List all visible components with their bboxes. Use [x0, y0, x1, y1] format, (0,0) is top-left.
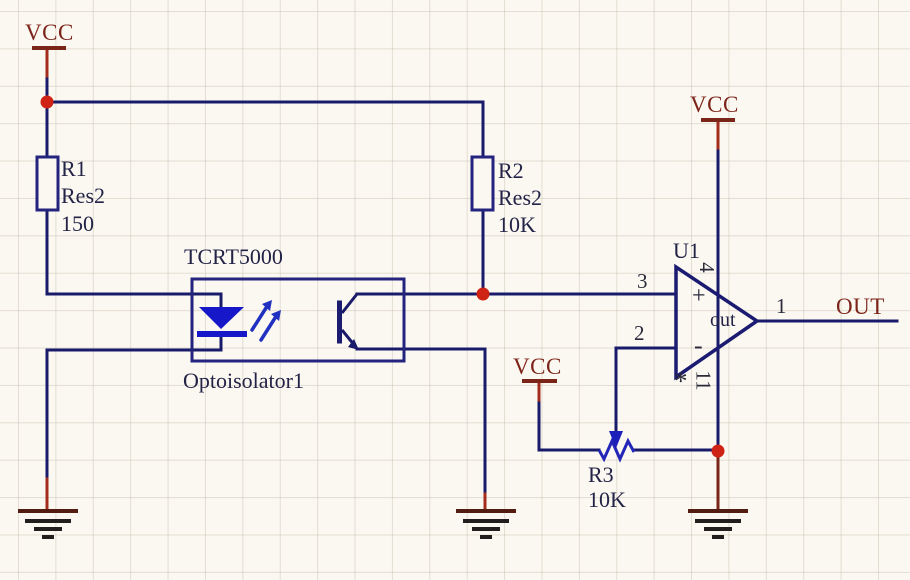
r2-designator: R2 — [498, 158, 524, 183]
opamp-plus-sign: + — [692, 283, 706, 309]
light-arrows-icon — [250, 300, 281, 342]
wire-pin2-to-wiper — [614, 346, 678, 433]
r2-part: Res2 — [498, 185, 542, 210]
opamp-star-mark: * — [674, 366, 688, 396]
junction-vcc1 — [40, 95, 54, 109]
wire-emitter-to-gnd — [355, 347, 487, 498]
opto-designator: Optoisolator1 — [183, 368, 304, 393]
net-label-vcc-2: VCC — [690, 92, 739, 117]
r1-designator: R1 — [61, 156, 87, 181]
phototransistor-symbol — [337, 293, 359, 350]
wiper-arrow-icon — [609, 431, 623, 448]
r2-value: 10K — [498, 212, 536, 237]
r1-part: Res2 — [61, 183, 105, 208]
wire-vcc3-to-r3 — [537, 396, 601, 452]
opamp-minus-sign: - — [694, 331, 703, 360]
pin-number-3: 3 — [637, 269, 648, 293]
opto-part: TCRT5000 — [184, 244, 283, 269]
optoisolator-box — [190, 277, 406, 363]
net-label-vcc-3: VCC — [513, 354, 562, 379]
junction-r2-pin3 — [476, 287, 490, 301]
resistor-r2-symbol — [470, 155, 495, 212]
opamp-triangle — [674, 263, 761, 381]
junction-r3-gnd — [711, 444, 725, 458]
power-stubs — [45, 48, 720, 511]
r3-value: 10K — [588, 487, 626, 512]
potentiometer-r3-symbol — [597, 431, 636, 463]
pin-number-11: 11 — [691, 370, 716, 391]
net-label-out: OUT — [836, 294, 885, 319]
resistor-r1-symbol — [35, 155, 60, 212]
led-symbol — [197, 294, 247, 350]
pin-number-4: 4 — [694, 262, 719, 273]
r3-designator: R3 — [588, 462, 614, 487]
wire-segments — [45, 72, 899, 498]
ground-middle — [456, 509, 516, 539]
opamp-designator: U1 — [673, 238, 700, 263]
vcc-bars — [32, 46, 735, 383]
ground-right — [688, 509, 748, 539]
net-label-vcc-1: VCC — [25, 20, 74, 45]
r1-value: 150 — [61, 211, 94, 236]
junction-dots — [40, 95, 725, 458]
ground-left — [18, 509, 78, 539]
wire-led-cathode-to-gnd — [45, 348, 223, 483]
opamp-out-text: out — [710, 309, 736, 331]
pin-number-2: 2 — [634, 321, 645, 345]
pin-number-1: 1 — [776, 294, 787, 318]
wire-r1-to-led — [45, 208, 223, 296]
